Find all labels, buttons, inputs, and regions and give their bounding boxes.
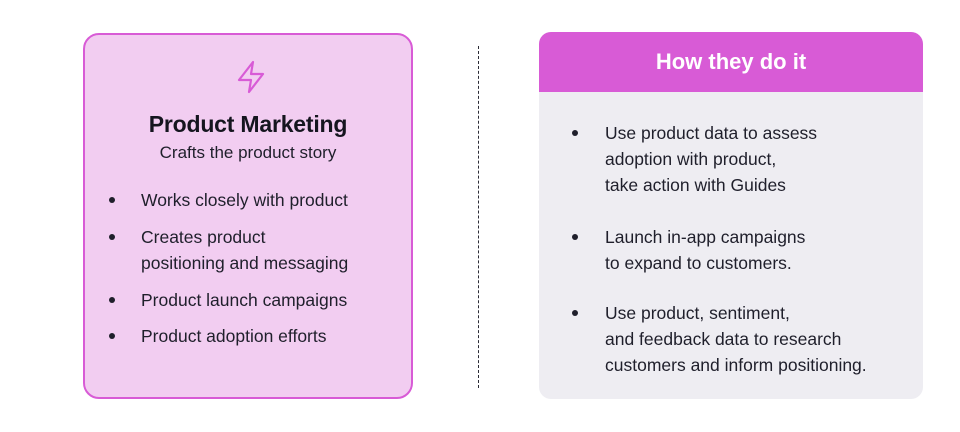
list-item-text: Creates product positioning and messagin… (141, 227, 349, 273)
list-item-text: Use product, sentiment, and feedback dat… (605, 303, 867, 375)
list-item-text: Launch in-app campaigns to expand to cus… (605, 227, 806, 273)
role-title: Product Marketing (148, 111, 348, 137)
bullet-dot-icon (109, 197, 115, 203)
bullet-dot-icon (572, 130, 578, 136)
role-subtitle: Crafts the product story (159, 143, 337, 162)
list-item-text: Product launch campaigns (141, 290, 348, 310)
bullet-dot-icon (572, 234, 578, 240)
role-bullet-list: Works closely with product Creates produ… (85, 35, 415, 401)
bullet-dot-icon (109, 333, 115, 339)
lightning-bolt-icon (237, 60, 265, 94)
how-bullet-list: Use product data to assess adoption with… (539, 32, 923, 399)
bullet-dot-icon (109, 297, 115, 303)
bullet-dot-icon (109, 234, 115, 240)
list-item-text: Product adoption efforts (141, 326, 327, 346)
card-header-title: How they do it (655, 49, 807, 74)
card-header: How they do it (539, 32, 923, 92)
product-marketing-card: Product Marketing Crafts the product sto… (83, 33, 413, 399)
bullet-dot-icon (572, 310, 578, 316)
list-item-text: Use product data to assess adoption with… (605, 123, 818, 195)
how-they-do-it-card: How they do it Use product data to asses… (539, 32, 923, 399)
dashed-divider (478, 46, 479, 388)
list-item-text: Works closely with product (141, 190, 348, 210)
